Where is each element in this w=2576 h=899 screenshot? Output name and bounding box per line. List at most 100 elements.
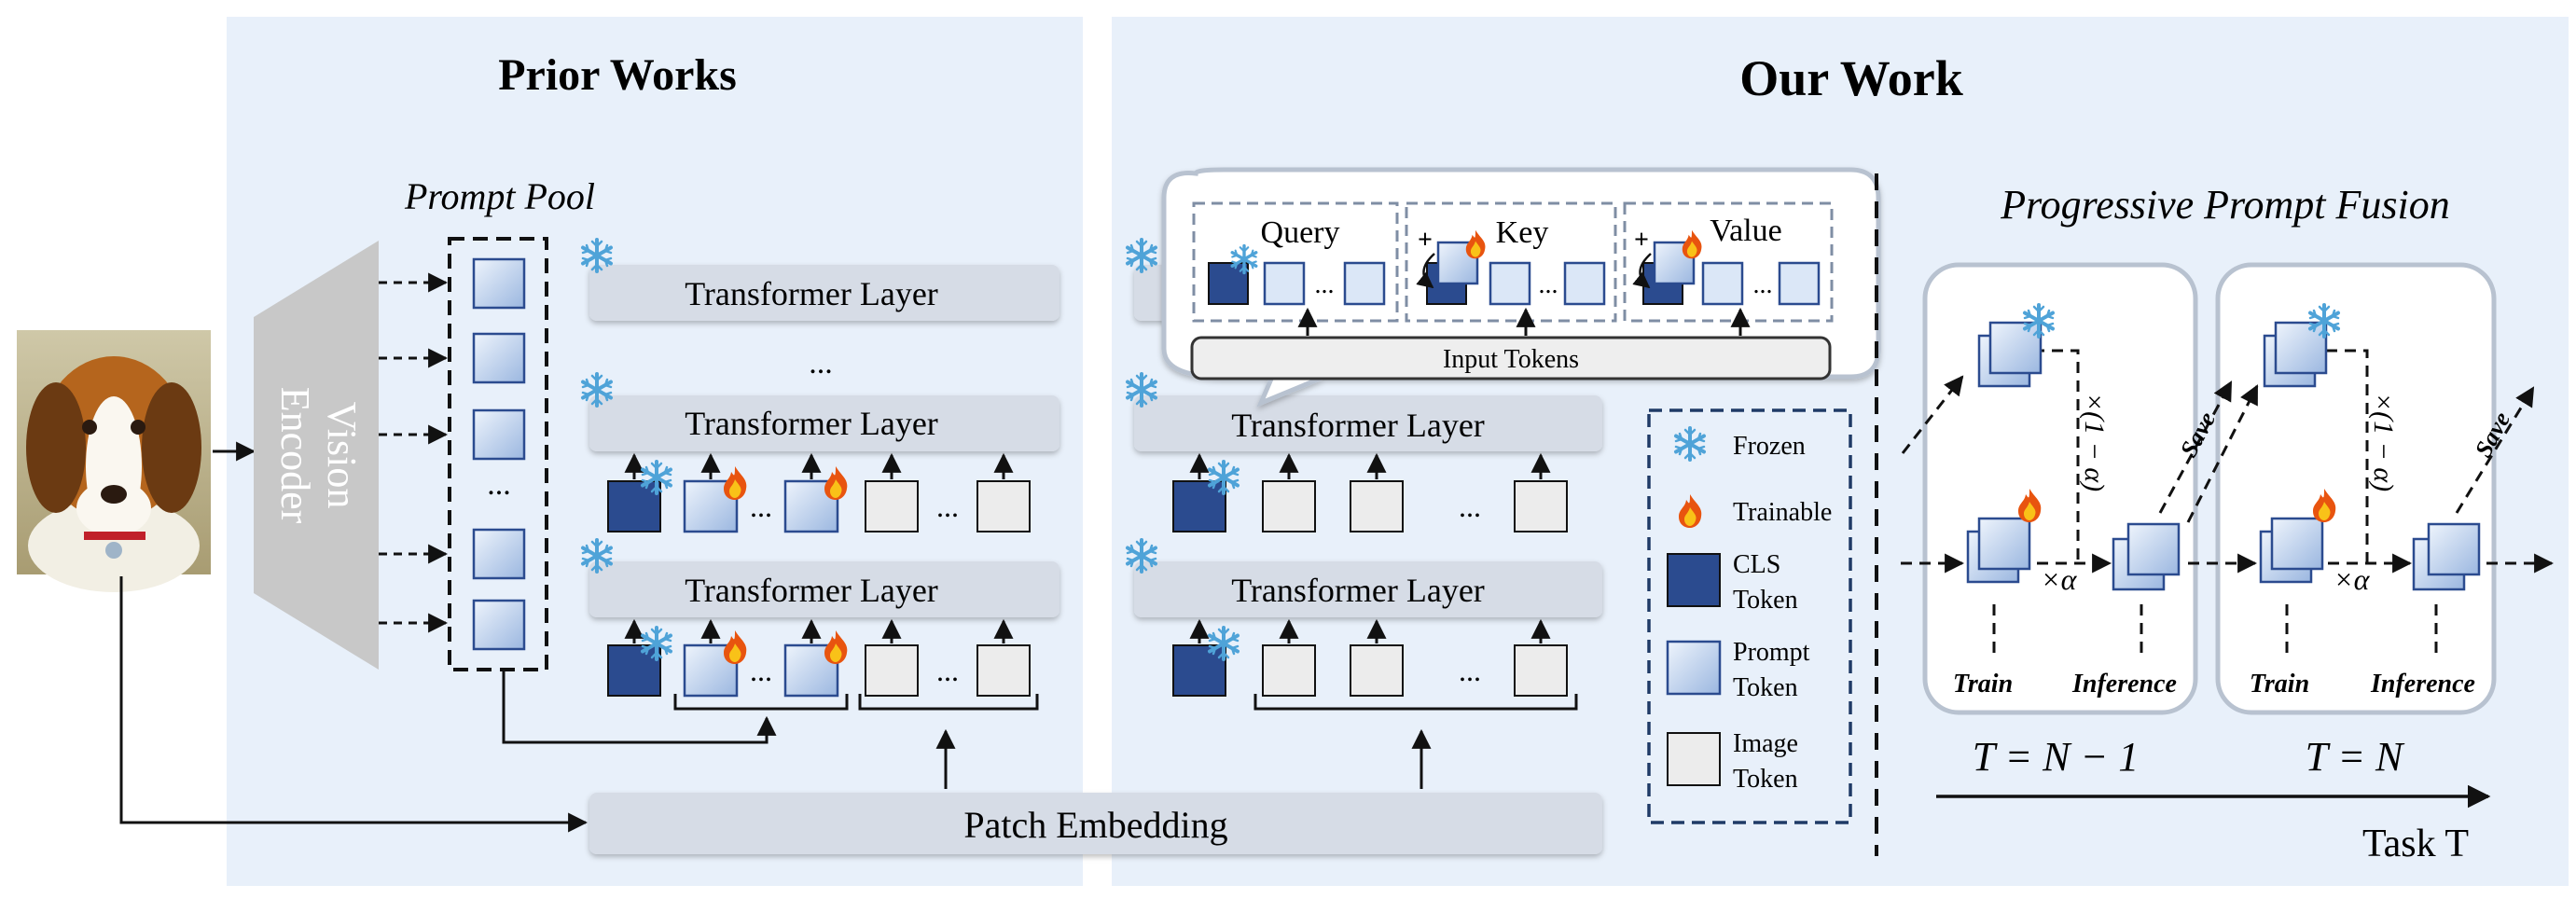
prior-transformer-layer-top xyxy=(589,265,1059,321)
fusion-card-right xyxy=(2215,262,2497,715)
image-token xyxy=(865,480,919,532)
our-work-title: Our Work xyxy=(1739,50,1963,106)
image-token xyxy=(1350,480,1404,532)
train-label-right: Train xyxy=(2250,670,2309,698)
patch-embedding-layer xyxy=(589,793,1602,854)
legend-trainable-label: Trainable xyxy=(1733,498,1832,527)
prompt-token xyxy=(1701,261,1744,306)
value-label: Value xyxy=(1710,214,1781,248)
pool-ellipsis: ... xyxy=(487,467,511,502)
plus-sign: + xyxy=(1418,226,1433,255)
prompt-token xyxy=(1778,261,1821,306)
vision-encoder-label-1: Vision xyxy=(319,402,365,509)
inference-label-right: Inference xyxy=(2370,670,2475,698)
input-tokens-bar xyxy=(1190,336,1832,380)
pool-prompt-token xyxy=(472,528,526,580)
prompt-token xyxy=(1343,261,1386,306)
value-box xyxy=(1623,201,1834,323)
cls-token xyxy=(1208,262,1249,305)
prior-transformer-layer-top-label: Transformer Layer xyxy=(685,275,938,312)
token-ellipsis: ... xyxy=(1753,270,1773,299)
pool-prompt-token xyxy=(472,599,526,651)
legend-cls-label-2: Token xyxy=(1733,586,1798,615)
alpha-right: ×α xyxy=(2334,562,2371,596)
legend-image-label-1: Image xyxy=(1733,729,1798,758)
token-ellipsis: ... xyxy=(1459,654,1481,687)
prompt-token xyxy=(1263,261,1306,306)
legend-prompt-label-1: Prompt xyxy=(1733,638,1810,667)
image-token xyxy=(1262,644,1316,697)
prior-transformer-layer-bottom xyxy=(589,561,1059,617)
prompt-pool-tokens xyxy=(472,257,526,651)
legend-image-swatch xyxy=(1667,732,1721,786)
image-token xyxy=(976,644,1031,697)
cls-token xyxy=(607,480,661,532)
ours-transformer-layer-bottom xyxy=(1134,561,1602,617)
train-label-left: Train xyxy=(1953,670,2013,698)
cls-token xyxy=(1172,480,1226,532)
vision-encoder-label-2: Encoder xyxy=(272,387,318,524)
plus-sign: + xyxy=(1634,226,1649,255)
token-ellipsis: ... xyxy=(936,654,959,687)
image-token xyxy=(865,644,919,697)
key-label: Key xyxy=(1496,215,1549,250)
legend: Frozen Trainable CLS Token Prompt Token … xyxy=(1647,408,1852,824)
input-image-dog xyxy=(17,330,211,592)
key-box xyxy=(1405,201,1617,323)
task-index-left: T = N − 1 xyxy=(1973,734,2139,780)
legend-prompt-swatch xyxy=(1666,640,1722,696)
one-minus-alpha-left: ×(1 − α) xyxy=(2079,393,2110,491)
image-token xyxy=(1262,480,1316,532)
cls-token xyxy=(1172,644,1226,697)
task-index-right: T = N xyxy=(2306,734,2405,780)
token-ellipsis: ... xyxy=(936,490,959,523)
image-token xyxy=(1350,644,1404,697)
image-token xyxy=(1514,480,1568,532)
input-tokens-label: Input Tokens xyxy=(1443,345,1579,374)
vision-encoder: Vision Encoder xyxy=(254,241,379,670)
fusion-left-prompts xyxy=(1966,303,2181,591)
token-ellipsis: ... xyxy=(1539,270,1558,299)
image-token xyxy=(1514,644,1568,697)
ours-token-row-a: ... xyxy=(1172,452,1568,532)
ours-transformer-layer-mid xyxy=(1134,395,1602,451)
fusion-title: Progressive Prompt Fusion xyxy=(2000,182,2450,228)
qkv-callout: Query ... Key + ... Value + ... xyxy=(1161,167,1881,408)
prompt-token xyxy=(1489,261,1531,306)
prior-transformer-layer-mid xyxy=(589,395,1059,451)
ours-transformer-layer-mid-label: Transformer Layer xyxy=(1231,407,1485,444)
prior-transformer-layer-bottom-label: Transformer Layer xyxy=(685,572,938,609)
pool-prompt-token xyxy=(472,332,526,384)
image-token xyxy=(976,480,1031,532)
token-ellipsis: ... xyxy=(750,490,772,523)
fusion-right-prompts xyxy=(2259,303,2481,591)
legend-prompt-label-2: Token xyxy=(1733,673,1798,702)
task-axis-label: Task T xyxy=(2362,823,2469,865)
prior-works-title: Prior Works xyxy=(498,50,737,100)
alpha-left: ×α xyxy=(2041,562,2078,596)
prior-layer-ellipsis: ... xyxy=(809,346,833,380)
token-ellipsis: ... xyxy=(1315,270,1335,299)
prompt-pool-box xyxy=(448,237,548,671)
ours-token-row-b: ... xyxy=(1172,618,1578,711)
cls-token xyxy=(607,644,661,697)
legend-cls-swatch xyxy=(1667,553,1721,607)
patch-embedding-label: Patch Embedding xyxy=(963,804,1227,846)
prior-transformer-layer-mid-label: Transformer Layer xyxy=(685,405,938,442)
pool-prompt-token xyxy=(472,257,526,310)
legend-image-label-2: Token xyxy=(1733,765,1798,794)
prior-token-row-a: ... ... xyxy=(607,452,1031,533)
legend-frozen-label: Frozen xyxy=(1733,432,1806,461)
prompt-token xyxy=(1563,261,1606,306)
token-ellipsis: ... xyxy=(1459,490,1481,523)
token-ellipsis: ... xyxy=(750,654,772,687)
pool-prompt-token xyxy=(472,408,526,461)
one-minus-alpha-right: ×(1 − α) xyxy=(2368,393,2399,491)
inference-label-left: Inference xyxy=(2071,670,2177,698)
query-label: Query xyxy=(1261,215,1340,250)
fusion-card-left xyxy=(1922,262,2198,715)
prompt-pool-label: Prompt Pool xyxy=(404,175,595,217)
prior-token-row-b: ... ... xyxy=(607,618,1039,711)
ours-transformer-layer-bottom-label: Transformer Layer xyxy=(1231,572,1485,609)
